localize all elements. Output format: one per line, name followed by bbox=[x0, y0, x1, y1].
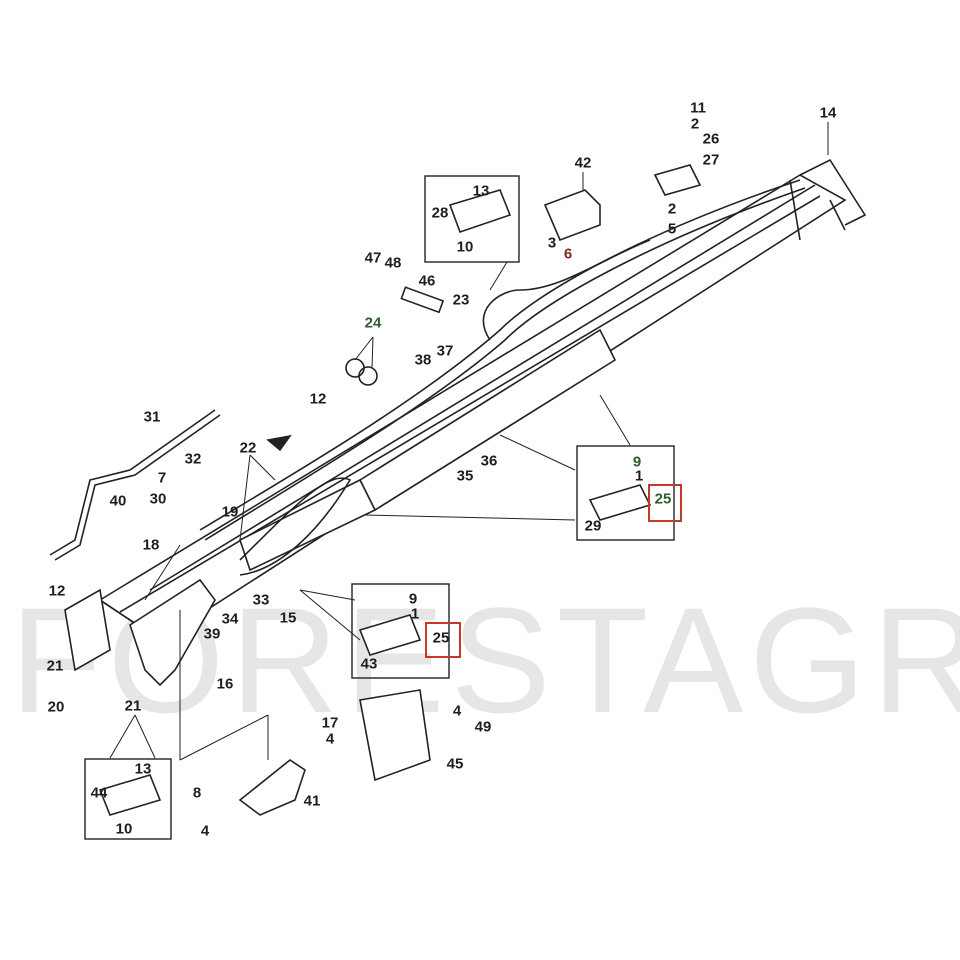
part-label[interactable]: 45 bbox=[446, 755, 464, 773]
part-label[interactable]: 28 bbox=[431, 204, 449, 222]
part-label[interactable]: 33 bbox=[252, 591, 270, 609]
part-label[interactable]: 1 bbox=[634, 467, 644, 485]
part-label[interactable]: 7 bbox=[157, 469, 167, 487]
part-label[interactable]: 2 bbox=[667, 200, 677, 218]
part-label[interactable]: 16 bbox=[216, 675, 234, 693]
part-label[interactable]: 32 bbox=[184, 450, 202, 468]
part-label[interactable]: 47 bbox=[364, 249, 382, 267]
part-label[interactable]: 43 bbox=[360, 655, 378, 673]
detail-part-bottom bbox=[98, 774, 162, 816]
spring-24a bbox=[345, 358, 365, 378]
part-label[interactable]: 9 bbox=[632, 453, 642, 471]
part-label[interactable]: 24 bbox=[364, 314, 382, 332]
part-label[interactable]: 11 bbox=[690, 99, 706, 117]
detail-box-right bbox=[576, 445, 675, 541]
part-label[interactable]: 40 bbox=[109, 492, 127, 510]
part-label[interactable]: 1 bbox=[410, 605, 420, 623]
part-label[interactable]: 8 bbox=[192, 784, 202, 802]
part-label[interactable]: 35 bbox=[456, 467, 474, 485]
part-label[interactable]: 5 bbox=[667, 220, 677, 238]
part-label[interactable]: 41 bbox=[303, 792, 321, 810]
part-label[interactable]: 48 bbox=[384, 254, 402, 272]
part-label[interactable]: 17 bbox=[321, 714, 339, 732]
pipe-31 bbox=[49, 409, 216, 556]
part-label[interactable]: 12 bbox=[48, 582, 66, 600]
arrow-marker bbox=[266, 434, 292, 452]
part-label[interactable]: 21 bbox=[124, 697, 142, 715]
highlight-box-25-right bbox=[648, 484, 682, 522]
guard-45 bbox=[359, 689, 431, 782]
bracket-42 bbox=[543, 189, 601, 242]
leader-lines bbox=[109, 122, 829, 761]
beam-end-box bbox=[64, 588, 111, 672]
part-label[interactable]: 22 bbox=[239, 439, 257, 457]
part-label[interactable]: 37 bbox=[436, 342, 454, 360]
part-label[interactable]: 31 bbox=[143, 408, 161, 426]
detail-part-top bbox=[448, 189, 512, 234]
part-label[interactable]: 10 bbox=[456, 238, 474, 256]
part-label[interactable]: 9 bbox=[408, 590, 418, 608]
spring-24b bbox=[358, 366, 378, 386]
part-label-highlighted[interactable]: 25 bbox=[432, 629, 450, 647]
part-label[interactable]: 34 bbox=[221, 610, 239, 628]
part-label[interactable]: 15 bbox=[279, 609, 297, 627]
part-label[interactable]: 18 bbox=[142, 536, 160, 554]
part-label[interactable]: 44 bbox=[90, 784, 108, 802]
part-label[interactable]: 26 bbox=[702, 130, 720, 148]
side-plate bbox=[129, 578, 216, 687]
part-label[interactable]: 27 bbox=[702, 151, 720, 169]
part-label[interactable]: 12 bbox=[309, 390, 327, 408]
part-label[interactable]: 19 bbox=[221, 503, 239, 521]
part-label[interactable]: 23 bbox=[452, 291, 470, 309]
detail-part-right bbox=[588, 484, 652, 521]
part-label[interactable]: 4 bbox=[452, 702, 462, 720]
clamp-27 bbox=[653, 164, 702, 196]
part-label[interactable]: 4 bbox=[200, 822, 210, 840]
part-label[interactable]: 13 bbox=[472, 182, 490, 200]
bracket-46 bbox=[400, 286, 445, 314]
part-label[interactable]: 13 bbox=[134, 760, 152, 778]
part-label[interactable]: 38 bbox=[414, 351, 432, 369]
part-label[interactable]: 6 bbox=[563, 245, 573, 263]
part-label[interactable]: 46 bbox=[418, 272, 436, 290]
part-label[interactable]: 20 bbox=[47, 698, 65, 716]
part-label[interactable]: 39 bbox=[203, 625, 221, 643]
part-label[interactable]: 14 bbox=[819, 104, 837, 122]
hose-bundle bbox=[199, 179, 801, 531]
part-label[interactable]: 49 bbox=[474, 718, 492, 736]
detail-box-middle bbox=[351, 583, 450, 679]
part-label[interactable]: 4 bbox=[325, 730, 335, 748]
part-label[interactable]: 36 bbox=[480, 452, 498, 470]
part-label[interactable]: 21 bbox=[46, 657, 64, 675]
detail-part-middle bbox=[358, 614, 422, 656]
part-label[interactable]: 10 bbox=[115, 820, 133, 838]
part-label[interactable]: 42 bbox=[574, 154, 592, 172]
highlight-box-25-middle bbox=[425, 622, 461, 658]
detail-box-top bbox=[424, 175, 520, 263]
part-label[interactable]: 3 bbox=[547, 234, 557, 252]
part-label-highlighted[interactable]: 25 bbox=[654, 490, 672, 508]
part-label[interactable]: 30 bbox=[149, 490, 167, 508]
detail-box-bottom bbox=[84, 758, 172, 840]
part-label[interactable]: 2 bbox=[690, 115, 700, 133]
part-label[interactable]: 29 bbox=[584, 517, 602, 535]
plate-41 bbox=[238, 759, 306, 816]
